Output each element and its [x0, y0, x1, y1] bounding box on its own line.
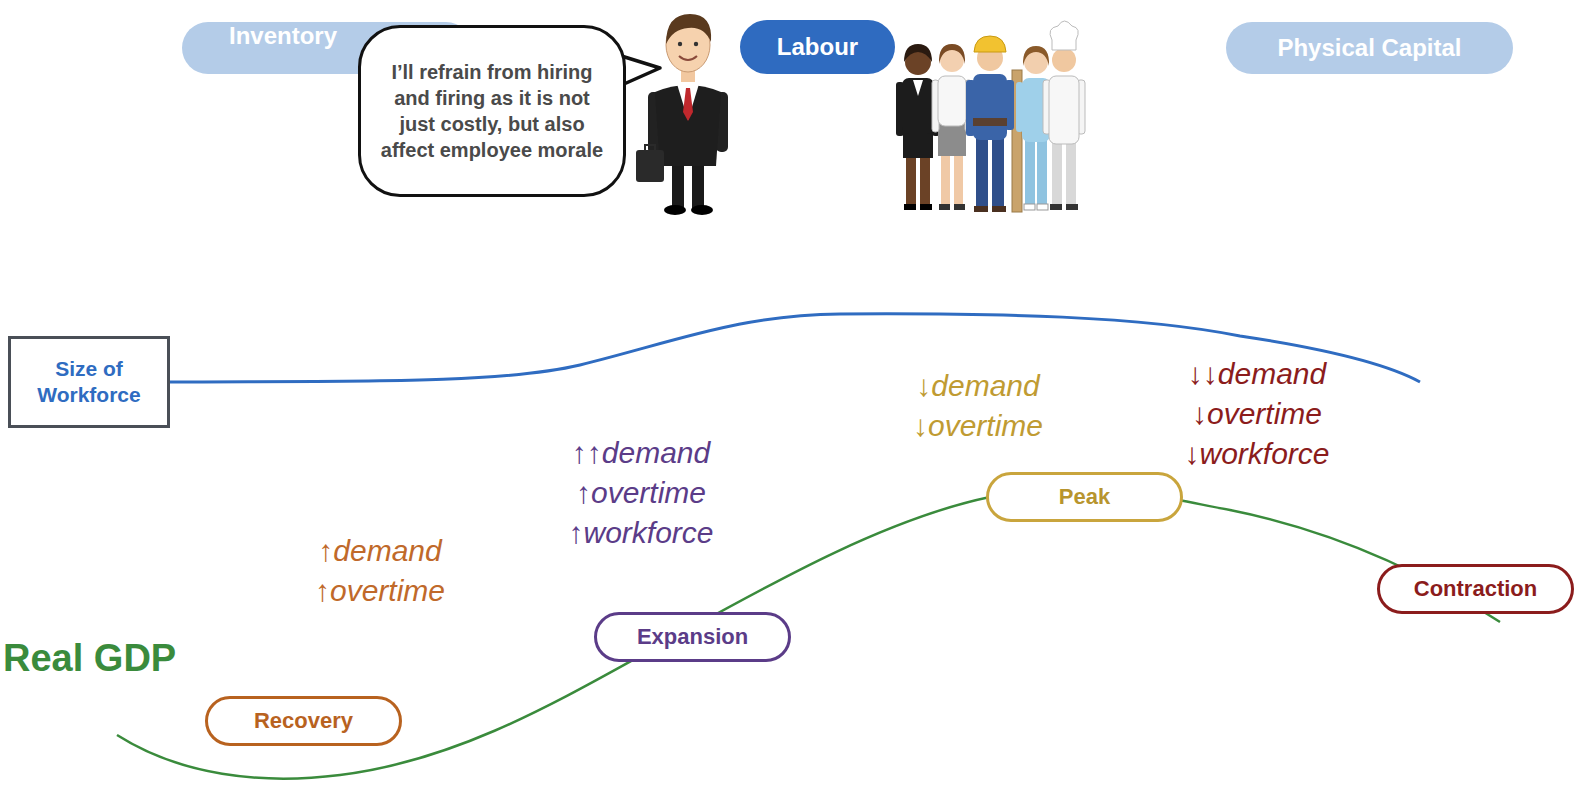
- axis-label: Real GDP: [3, 636, 176, 682]
- hair: [939, 44, 965, 64]
- tool-belt: [973, 118, 1007, 126]
- gdp-curve: [117, 489, 1500, 779]
- leg: [992, 138, 1004, 208]
- shoe: [1050, 204, 1062, 210]
- tab-pill: Physical Capital: [1226, 22, 1513, 74]
- smile: [679, 56, 697, 60]
- node-text: Expansion: [637, 624, 748, 650]
- skirt: [938, 122, 966, 156]
- node-text: Size of Workforce: [19, 356, 159, 408]
- briefcase: [636, 150, 664, 182]
- shoe: [691, 205, 713, 215]
- effect-note: ↑↑demand: [572, 435, 710, 471]
- shoe: [974, 206, 988, 212]
- effect-note: ↑overtime: [576, 475, 706, 511]
- hair: [666, 14, 711, 44]
- node-text: Labour: [777, 33, 858, 62]
- hard-hat: [974, 36, 1006, 52]
- node-text: Recovery: [254, 708, 353, 734]
- worker-figure: [896, 44, 940, 210]
- variable-box: Size of Workforce: [8, 336, 170, 428]
- shoe: [904, 204, 916, 210]
- phase-pill: Peak: [986, 472, 1183, 522]
- phase-pill: Contraction: [1377, 564, 1574, 614]
- leg: [1037, 138, 1047, 206]
- shoe: [1024, 204, 1035, 210]
- node-text: Peak: [1059, 484, 1110, 510]
- shoe: [920, 204, 932, 210]
- effect-note: ↓↓demand: [1188, 356, 1326, 392]
- leg: [692, 160, 704, 208]
- manager-figure: [636, 14, 728, 215]
- shoe: [992, 206, 1006, 212]
- suit: [655, 85, 721, 166]
- effect-note: ↓demand: [916, 368, 1039, 404]
- shoe: [1037, 204, 1048, 210]
- shoe: [954, 204, 965, 210]
- chef-coat: [1049, 76, 1079, 144]
- eye: [694, 42, 698, 46]
- overalls: [973, 74, 1007, 140]
- shoe: [1066, 204, 1078, 210]
- leg: [1052, 140, 1062, 206]
- shirt: [677, 84, 699, 120]
- leg: [672, 160, 684, 208]
- leg: [976, 138, 988, 208]
- effect-note: ↑demand: [318, 533, 441, 569]
- node-text: Contraction: [1414, 576, 1537, 602]
- jacket: [902, 78, 934, 134]
- blouse: [938, 76, 966, 126]
- node-text: Physical Capital: [1277, 34, 1461, 63]
- effect-note: ↓overtime: [1192, 396, 1322, 432]
- leg: [1025, 138, 1035, 206]
- hair: [904, 44, 932, 62]
- effect-note: ↑workforce: [568, 515, 713, 551]
- effect-note: ↓workforce: [1184, 436, 1329, 472]
- shoe: [939, 204, 950, 210]
- leg: [1066, 140, 1076, 206]
- tab-pill-active: Labour: [740, 20, 895, 74]
- arm: [1016, 82, 1023, 132]
- node-text: Inventory: [229, 22, 337, 51]
- hair: [1023, 46, 1049, 66]
- shoe: [664, 205, 686, 215]
- chef-hat: [1050, 21, 1078, 50]
- worker-figure: [1043, 21, 1085, 210]
- effect-note: ↑overtime: [315, 573, 445, 609]
- effect-note: ↓overtime: [913, 408, 1043, 444]
- briefcase-handle: [645, 145, 655, 151]
- eye: [678, 42, 682, 46]
- node-text: I’ll refrain from hiring and firing as i…: [375, 59, 609, 163]
- blouse: [913, 80, 923, 96]
- phase-pill: Recovery: [205, 696, 402, 746]
- speech-bubble: I’ll refrain from hiring and firing as i…: [358, 25, 626, 197]
- phase-pill: Expansion: [594, 612, 791, 662]
- scrubs: [1022, 78, 1050, 142]
- tie: [683, 88, 693, 121]
- head: [1052, 48, 1076, 72]
- worker-figure: [966, 36, 1022, 212]
